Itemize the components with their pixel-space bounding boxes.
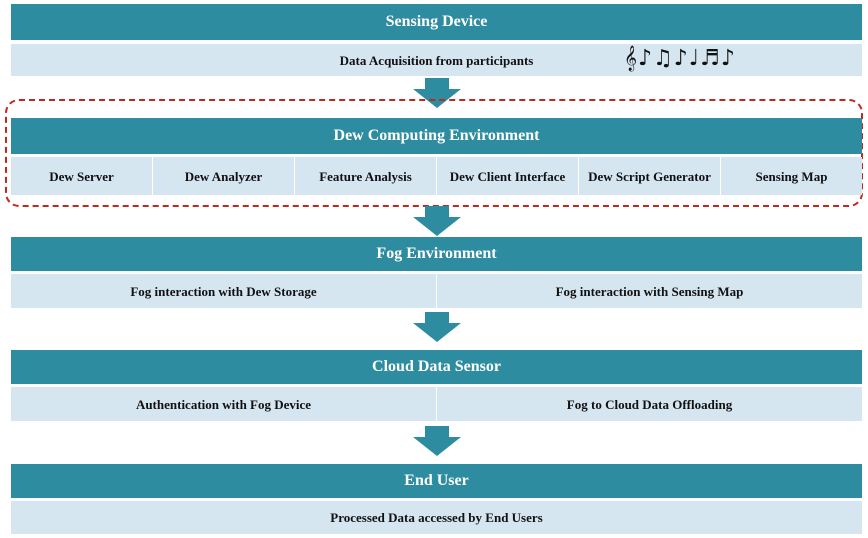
dew-client-interface-cell: Dew Client Interface	[437, 157, 579, 195]
down-arrow-icon	[413, 426, 461, 456]
cloud-data-sensor-header: Cloud Data Sensor	[11, 350, 862, 384]
down-arrow-icon	[413, 78, 461, 108]
cloud-offloading-cell: Fog to Cloud Data Offloading	[566, 396, 733, 412]
end-user-header: End User	[11, 464, 862, 498]
dew-computing-row: Dew Server Dew Analyzer Feature Analysis…	[11, 157, 862, 195]
dew-computing-header: Dew Computing Environment	[11, 118, 862, 154]
sensing-map-cell: Sensing Map	[755, 168, 828, 184]
down-arrow-icon	[413, 206, 461, 236]
music-notes-icon: 𝄞♪♫♪♩♬♪	[624, 46, 736, 71]
feature-analysis-cell: Feature Analysis	[295, 157, 437, 195]
sensing-device-header: Sensing Device	[11, 4, 862, 40]
dew-script-generator-cell: Dew Script Generator	[579, 157, 721, 195]
authentication-cell: Authentication with Fog Device	[11, 387, 437, 421]
dew-server-cell: Dew Server	[11, 157, 153, 195]
fog-dew-storage-cell: Fog interaction with Dew Storage	[11, 274, 437, 308]
fog-environment-row: Fog interaction with Dew Storage Fog int…	[11, 274, 862, 308]
processed-data-cell: Processed Data accessed by End Users	[330, 510, 543, 525]
down-arrow-icon	[413, 312, 461, 342]
fog-environment-header: Fog Environment	[11, 237, 862, 271]
fog-sensing-map-cell: Fog interaction with Sensing Map	[555, 283, 744, 299]
sensing-device-row: Data Acquisition from participants	[11, 44, 862, 76]
dew-analyzer-cell: Dew Analyzer	[153, 157, 295, 195]
cloud-data-sensor-row: Authentication with Fog Device Fog to Cl…	[11, 387, 862, 421]
data-acquisition-cell: Data Acquisition from participants	[339, 52, 534, 68]
end-user-row: Processed Data accessed by End Users	[11, 501, 862, 534]
